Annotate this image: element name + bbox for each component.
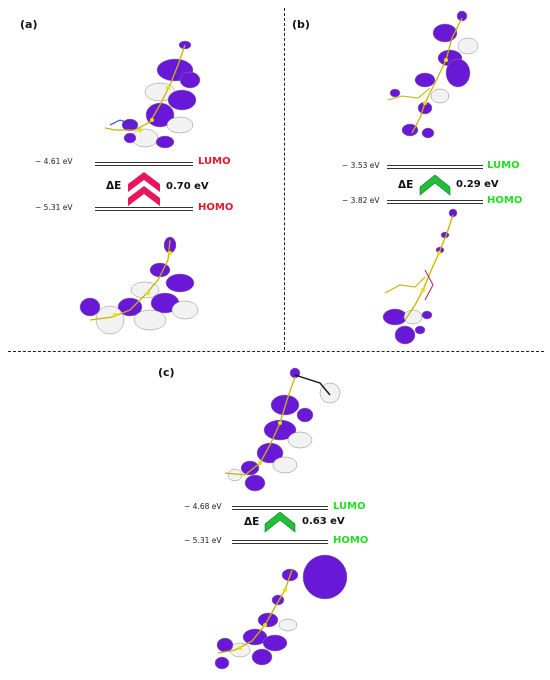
horizontal-divider (8, 351, 544, 352)
panel-c-gap-value: 0.63 eV (302, 516, 345, 527)
panel-b-homo-level (387, 200, 483, 204)
panel-b-lumo-level (387, 165, 483, 169)
panel-c-homo-energy: − 5.31 eV (184, 536, 222, 545)
panel-b-gap-arrow (419, 174, 451, 196)
panel-b-lumo-orbital (387, 10, 479, 139)
panel-c-homo-orbital (214, 554, 348, 670)
panel-a-homo-label: HOMO (198, 202, 234, 213)
panel-b-homo-energy: − 3.82 eV (342, 196, 380, 205)
panel-c-homo-level (232, 540, 328, 544)
panel-b-lumo-label: LUMO (487, 160, 520, 171)
panel-a-homo-energy: − 5.31 eV (35, 203, 73, 212)
panel-b-homo-label: HOMO (487, 195, 523, 206)
panel-c-lumo-energy: − 4.68 eV (184, 502, 222, 511)
panel-a-gap-value: 0.70 eV (166, 181, 209, 192)
panel-a-lumo-label: LUMO (198, 156, 231, 167)
panel-c-lumo-orbital (224, 367, 341, 492)
panel-c-lumo-level (232, 506, 328, 510)
panel-c-lumo-label: LUMO (333, 501, 366, 512)
panel-c-homo-label: HOMO (333, 535, 369, 546)
panel-b-lumo-energy: − 3.53 eV (342, 161, 380, 170)
panel-c-gap-arrow (264, 511, 296, 533)
panel-b-label: (b) (292, 18, 310, 31)
panel-a-lumo-orbital (104, 40, 201, 149)
panel-b-gap-value: 0.29 eV (456, 179, 499, 190)
panel-c-label: (c) (158, 366, 175, 379)
panel-b-delta-symbol: ΔE (398, 179, 414, 191)
panel-c-delta-symbol: ΔE (244, 516, 260, 528)
panel-a-delta-symbol: ΔE (106, 180, 122, 192)
panel-a-label: (a) (20, 18, 38, 31)
panel-b-homo-orbital (382, 208, 458, 345)
vertical-divider (284, 8, 285, 350)
panel-a-homo-orbital (79, 236, 199, 335)
panel-a-gap-arrow (128, 172, 160, 206)
panel-a-lumo-energy: − 4.61 eV (35, 157, 73, 166)
panel-a-homo-level (95, 207, 193, 211)
panel-a-lumo-level (95, 162, 193, 166)
